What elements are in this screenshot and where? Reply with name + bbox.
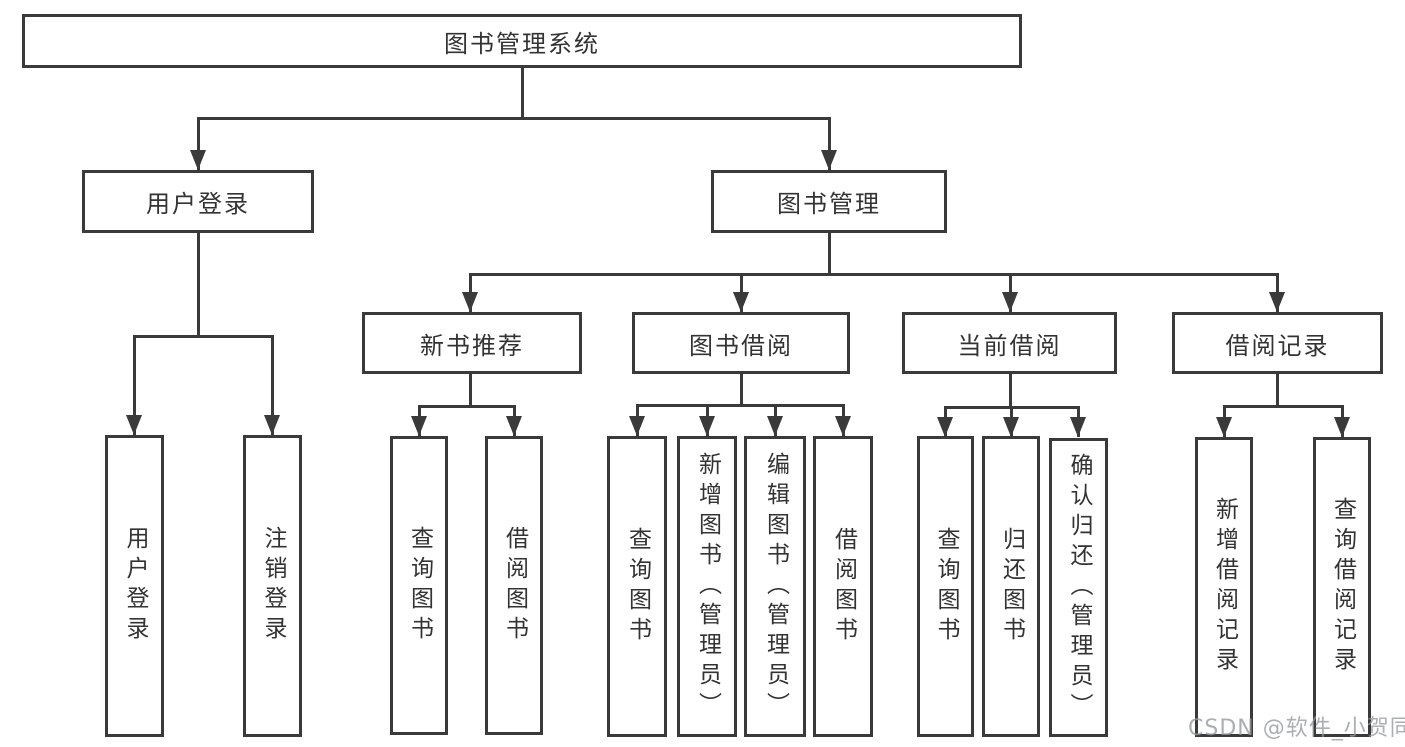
node-label-leaf-edit-book-admin: 编辑图书（管理员） xyxy=(762,451,789,722)
connector-line xyxy=(636,404,845,407)
arrow-down-icon xyxy=(937,417,953,437)
node-current-borrow: 当前借阅 xyxy=(902,312,1117,374)
node-label-leaf-borrow-book-recommend: 借阅图书 xyxy=(501,525,528,646)
node-label-leaf-borrow-book: 借阅图书 xyxy=(830,526,857,647)
node-leaf-borrow-book-recommend: 借阅图书 xyxy=(485,436,543,735)
arrow-down-icon xyxy=(1216,417,1232,437)
connector-line xyxy=(1009,374,1012,406)
connector-line xyxy=(469,273,1279,276)
connector-line xyxy=(469,374,472,405)
node-borrow-record: 借阅记录 xyxy=(1172,312,1383,374)
node-label-book-borrow: 图书借阅 xyxy=(689,331,793,360)
arrow-down-icon xyxy=(1003,417,1019,437)
node-leaf-add-borrow-record: 新增借阅记录 xyxy=(1195,437,1253,737)
arrow-down-icon xyxy=(733,292,749,312)
node-root: 图书管理系统 xyxy=(22,14,1022,68)
node-label-book-management: 图书管理 xyxy=(777,190,881,218)
connector-line xyxy=(133,335,136,435)
node-leaf-user-login: 用户登录 xyxy=(105,435,164,737)
node-leaf-query-book-borrow: 查询图书 xyxy=(607,436,667,737)
connector-line xyxy=(418,405,516,408)
node-label-borrow-record: 借阅记录 xyxy=(1225,331,1330,360)
connector-line xyxy=(197,233,200,335)
connector-line xyxy=(828,117,831,170)
connector-line xyxy=(133,335,274,338)
watermark: CSDN @软件_小贺同学 xyxy=(1188,716,1405,741)
node-label-leaf-add-book-admin: 新增图书（管理员） xyxy=(694,451,721,722)
connector-line xyxy=(197,117,200,170)
node-label-root: 图书管理系统 xyxy=(444,29,600,58)
arrow-down-icon xyxy=(411,416,427,436)
node-leaf-query-book-recommend: 查询图书 xyxy=(390,436,448,735)
connector-line xyxy=(521,68,524,117)
connector-line xyxy=(828,233,831,273)
node-label-current-borrow: 当前借阅 xyxy=(957,331,1062,360)
node-leaf-add-book-admin: 新增图书（管理员） xyxy=(677,436,737,737)
node-label-leaf-query-book-current: 查询图书 xyxy=(933,526,959,647)
node-book-borrow: 图书借阅 xyxy=(632,312,850,374)
node-label-leaf-logout: 注销登录 xyxy=(260,526,286,646)
arrow-down-icon xyxy=(126,415,142,435)
node-leaf-edit-book-admin: 编辑图书（管理员） xyxy=(744,436,806,737)
node-label-leaf-query-book-recommend: 查询图书 xyxy=(406,525,433,646)
node-book-management: 图书管理 xyxy=(711,170,947,233)
node-leaf-return-book: 归还图书 xyxy=(982,436,1040,737)
node-user-login: 用户登录 xyxy=(82,170,314,233)
node-label-leaf-return-book: 归还图书 xyxy=(998,526,1025,647)
arrow-down-icon xyxy=(767,416,783,436)
arrow-down-icon xyxy=(835,416,851,436)
node-label-new-book-recommend: 新书推荐 xyxy=(420,331,524,360)
arrow-down-icon xyxy=(190,150,206,170)
node-leaf-logout: 注销登录 xyxy=(243,435,302,737)
arrow-down-icon xyxy=(1002,292,1018,312)
node-label-leaf-user-login: 用户登录 xyxy=(122,526,148,646)
node-label-leaf-query-borrow-record: 查询借阅记录 xyxy=(1329,497,1356,677)
node-label-leaf-confirm-return-admin: 确认归还（管理员） xyxy=(1066,452,1092,723)
node-leaf-query-book-current: 查询图书 xyxy=(917,436,974,737)
arrow-down-icon xyxy=(1334,417,1350,437)
connector-line xyxy=(1223,405,1344,408)
arrow-down-icon xyxy=(699,416,715,436)
connector-line xyxy=(1276,374,1279,405)
connector-line xyxy=(740,374,743,404)
node-leaf-query-borrow-record: 查询借阅记录 xyxy=(1313,437,1371,737)
node-label-leaf-query-book-borrow: 查询图书 xyxy=(624,526,651,647)
arrow-down-icon xyxy=(1070,417,1086,437)
arrow-down-icon xyxy=(629,416,645,436)
node-leaf-confirm-return-admin: 确认归还（管理员） xyxy=(1049,438,1108,737)
arrow-down-icon xyxy=(821,150,837,170)
arrow-down-icon xyxy=(1269,292,1285,312)
node-leaf-borrow-book: 借阅图书 xyxy=(813,436,873,737)
arrow-down-icon xyxy=(264,415,280,435)
arrow-down-icon xyxy=(462,292,478,312)
arrow-down-icon xyxy=(506,416,522,436)
node-new-book-recommend: 新书推荐 xyxy=(362,312,582,374)
node-label-leaf-add-borrow-record: 新增借阅记录 xyxy=(1211,497,1238,677)
connector-line xyxy=(271,335,274,435)
node-label-user-login: 用户登录 xyxy=(146,190,250,218)
connector-line xyxy=(197,117,831,120)
